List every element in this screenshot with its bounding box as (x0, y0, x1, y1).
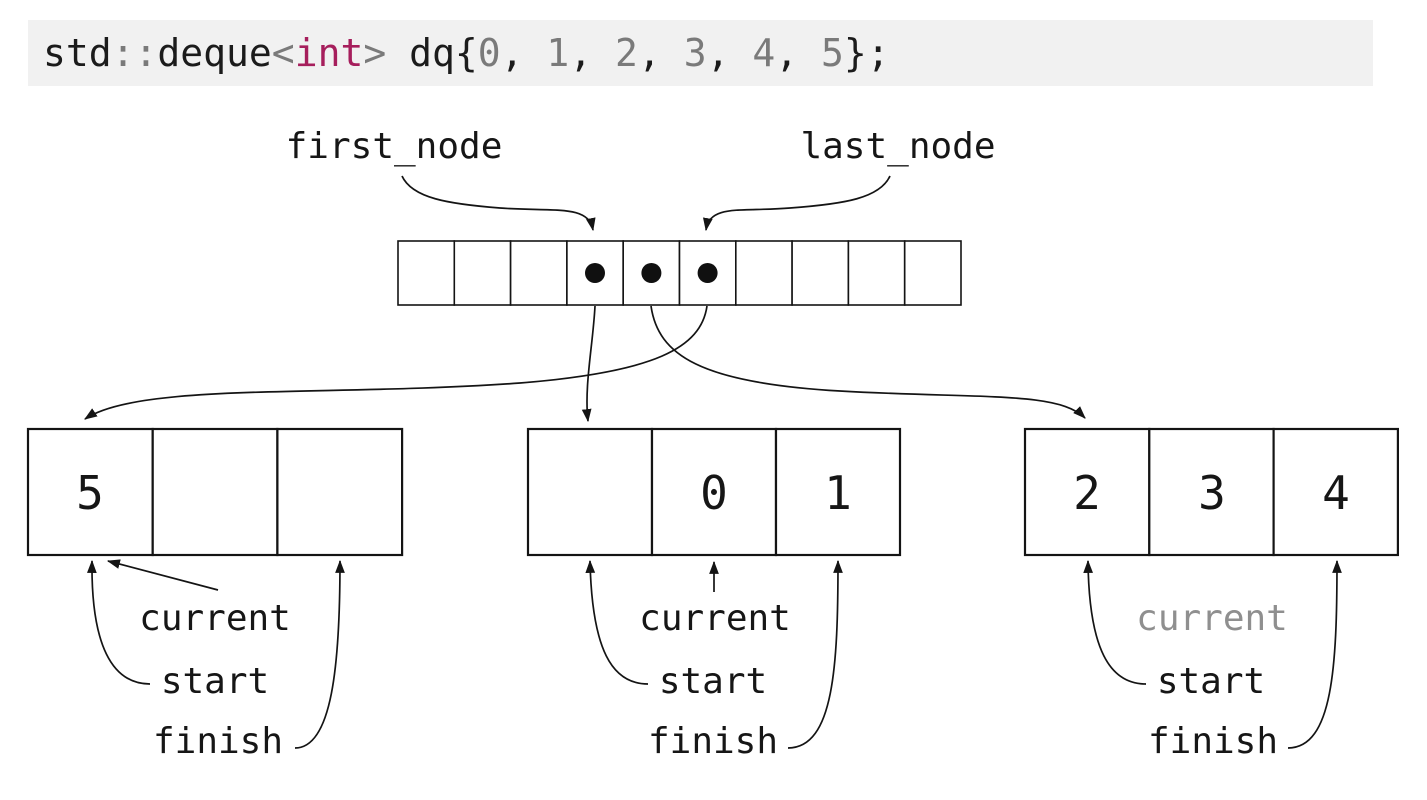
finish-arrow (1287, 559, 1342, 749)
node-cell-value: 0 (700, 466, 728, 520)
finish-arrow (787, 559, 843, 749)
left-node: 5 current start finish (26, 427, 404, 762)
finish-pointer-label: finish (1148, 721, 1278, 762)
code-token: std (43, 31, 112, 75)
first-node-arrow (401, 175, 596, 232)
code-token: , (637, 31, 684, 75)
node-cell (26, 427, 154, 557)
node-cell (774, 427, 902, 557)
code-token: :: (111, 31, 158, 75)
finish-pointer-label: finish (153, 721, 283, 762)
start-pointer-label: start (1157, 661, 1265, 702)
current-pointer-label-muted: current (1136, 598, 1288, 639)
node-cell-value: 2 (1073, 466, 1101, 520)
code-token: , (706, 31, 753, 75)
code-token: 0 (477, 31, 501, 75)
map-cell (791, 240, 850, 306)
code-token: 3 (683, 31, 707, 75)
start-arrow (585, 559, 649, 685)
finish-pointer-label: finish (648, 721, 778, 762)
node-cell (276, 427, 404, 557)
start-arrow (1083, 559, 1147, 685)
code-token: 1 (546, 31, 570, 75)
code-token: 5 (821, 31, 844, 75)
current-pointer-label: current (639, 598, 791, 639)
node-cell (1148, 427, 1275, 557)
map-cell (397, 240, 456, 306)
middle-node: 0 1 current start finish (526, 427, 902, 762)
code-token: dq{ (386, 31, 478, 75)
node-cell (151, 427, 279, 557)
code-token: deque (157, 31, 272, 75)
map-cell (734, 240, 793, 306)
map-slot4-to-middle-node-arrow (581, 305, 596, 423)
node-cell-value: 5 (76, 466, 104, 520)
node-cell-value: 4 (1322, 466, 1350, 520)
code-token: 4 (752, 31, 776, 75)
code-token: int (294, 31, 364, 75)
code-token: , (500, 31, 547, 75)
map-cell (847, 240, 906, 306)
node-cell (526, 427, 654, 557)
right-node: 2 3 4 current start finish (1023, 427, 1399, 762)
map-cell (453, 240, 512, 306)
finish-arrow (294, 559, 345, 749)
node-cell-value: 3 (1198, 466, 1226, 520)
node-cell (1023, 427, 1151, 557)
map-slot-pointer-dot (585, 263, 605, 283)
map-slot-pointer-dot (641, 263, 662, 283)
start-pointer-label: start (161, 661, 269, 702)
code-box: std::deque<int> dq{0, 1, 2, 3, 4, 5}; (28, 20, 1373, 86)
map-cell (903, 240, 962, 306)
code-token: < (271, 31, 295, 75)
code-token: }; (843, 31, 890, 75)
current-arrow (106, 559, 219, 591)
node-cell (650, 427, 778, 557)
code-token: > (363, 31, 387, 75)
map-slot-pointer-dot (697, 263, 718, 283)
node-cell (1272, 427, 1399, 557)
map-slot6-to-left-node-arrow (84, 305, 708, 420)
map-slot5-to-right-node-arrow (650, 305, 1086, 419)
code-line: std::deque<int> dq{0, 1, 2, 3, 4, 5}; (43, 34, 890, 72)
code-token: 2 (615, 31, 638, 75)
map-cell (566, 240, 625, 306)
start-pointer-label: start (659, 661, 767, 702)
map-cell (509, 240, 568, 306)
last-node-arrow (703, 175, 891, 232)
current-pointer-label: current (139, 598, 291, 639)
start-arrow (86, 559, 151, 685)
last-node-label: last_node (800, 126, 995, 167)
node-cell-value: 1 (824, 466, 852, 520)
code-token: , (569, 31, 616, 75)
first-node-label: first_node (286, 126, 503, 167)
code-token: , (775, 31, 822, 75)
map-array (397, 240, 962, 306)
